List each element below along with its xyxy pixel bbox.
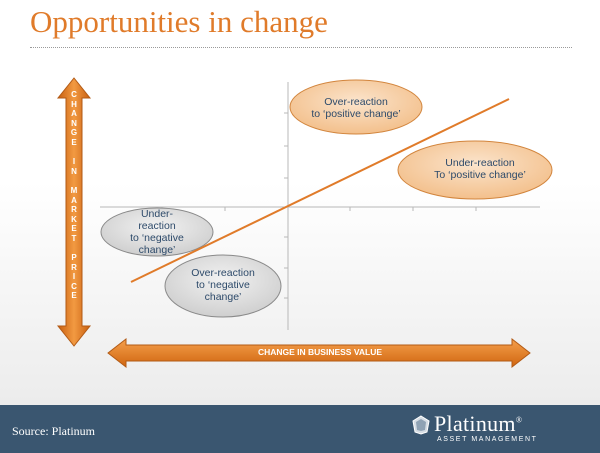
logo-wordmark: Platinum® (434, 411, 523, 436)
y-axis-label-letter: E (71, 137, 77, 147)
y-axis-arrow (56, 77, 92, 347)
y-axis-label-letter (73, 244, 75, 254)
bubble-line: Over-reaction (324, 96, 388, 108)
y-axis-label-letter: E (71, 224, 77, 234)
bubble-line: change’ (138, 244, 176, 256)
y-axis-label-letter: G (70, 128, 78, 138)
y-axis-label-letter: M (70, 185, 78, 195)
bubble-line: to ‘negative (130, 232, 184, 244)
y-axis-label-letter: K (71, 214, 77, 224)
bubble-over-reaction-positive (289, 79, 423, 135)
platinum-logo-icon (412, 415, 430, 435)
bubble-line: reaction (138, 220, 176, 232)
y-axis-label-letter: I (72, 157, 76, 167)
logo-subtitle: ASSET MANAGEMENT (437, 436, 538, 443)
bubble-over-reaction-negative (164, 254, 282, 318)
y-axis-label-letter (73, 148, 75, 158)
x-axis-arrow (107, 337, 531, 369)
y-axis-label-letter: R (71, 262, 77, 272)
bubble-text-under-reaction-positive: Under-reaction To ‘positive change’ (410, 157, 550, 181)
y-axis-label-letter: P (71, 253, 77, 263)
y-axis-label-letter: C (71, 90, 77, 99)
source-note: Source: Platinum (12, 424, 95, 438)
bubble-line: to ‘negative (196, 279, 250, 291)
y-axis-label-letter: H (71, 99, 77, 109)
title-divider (30, 47, 572, 48)
bubble-under-reaction-positive (397, 140, 553, 200)
footer-bar: Source: Platinum Platinum® ASSET MANAGEM… (0, 405, 600, 453)
bubble-under-reaction-negative (100, 207, 214, 257)
platinum-logo: Platinum® ASSET MANAGEMENT (412, 411, 582, 447)
slide-background (0, 0, 600, 405)
diagram (56, 77, 553, 369)
y-axis-label-letter: R (71, 205, 77, 215)
bubble-line: to ‘positive change’ (311, 108, 401, 120)
bubble-line: To ‘positive change’ (434, 169, 526, 181)
x-axis-label: CHANGE IN BUSINESS VALUE (257, 347, 383, 357)
y-axis-label-letter: I (72, 272, 76, 282)
y-axis-label-letter: T (71, 233, 77, 243)
bubble-text-under-reaction-negative: Under- reaction to ‘negative change’ (110, 208, 204, 256)
bubble-line: Under-reaction (445, 157, 515, 169)
y-axis-label-letter: C (71, 281, 77, 291)
y-axis-label-letter: E (71, 291, 77, 301)
bubble-line: change’ (204, 291, 242, 303)
y-axis-label-letter: N (71, 166, 77, 176)
bubble-text-over-reaction-negative: Over-reaction to ‘negative change’ (170, 267, 276, 303)
y-axis-label-letter: N (71, 118, 77, 128)
trend-line (130, 98, 510, 283)
bubble-line: Under- (140, 208, 174, 220)
page-title: Opportunities in change (30, 4, 328, 39)
y-axis-label-letter: A (71, 109, 77, 119)
y-axis-label-letter: A (71, 195, 77, 205)
bubble-text-over-reaction-positive: Over-reaction to ‘positive change’ (300, 96, 412, 120)
bubble-line: Over-reaction (191, 267, 255, 279)
y-axis-label-letter (73, 176, 75, 186)
